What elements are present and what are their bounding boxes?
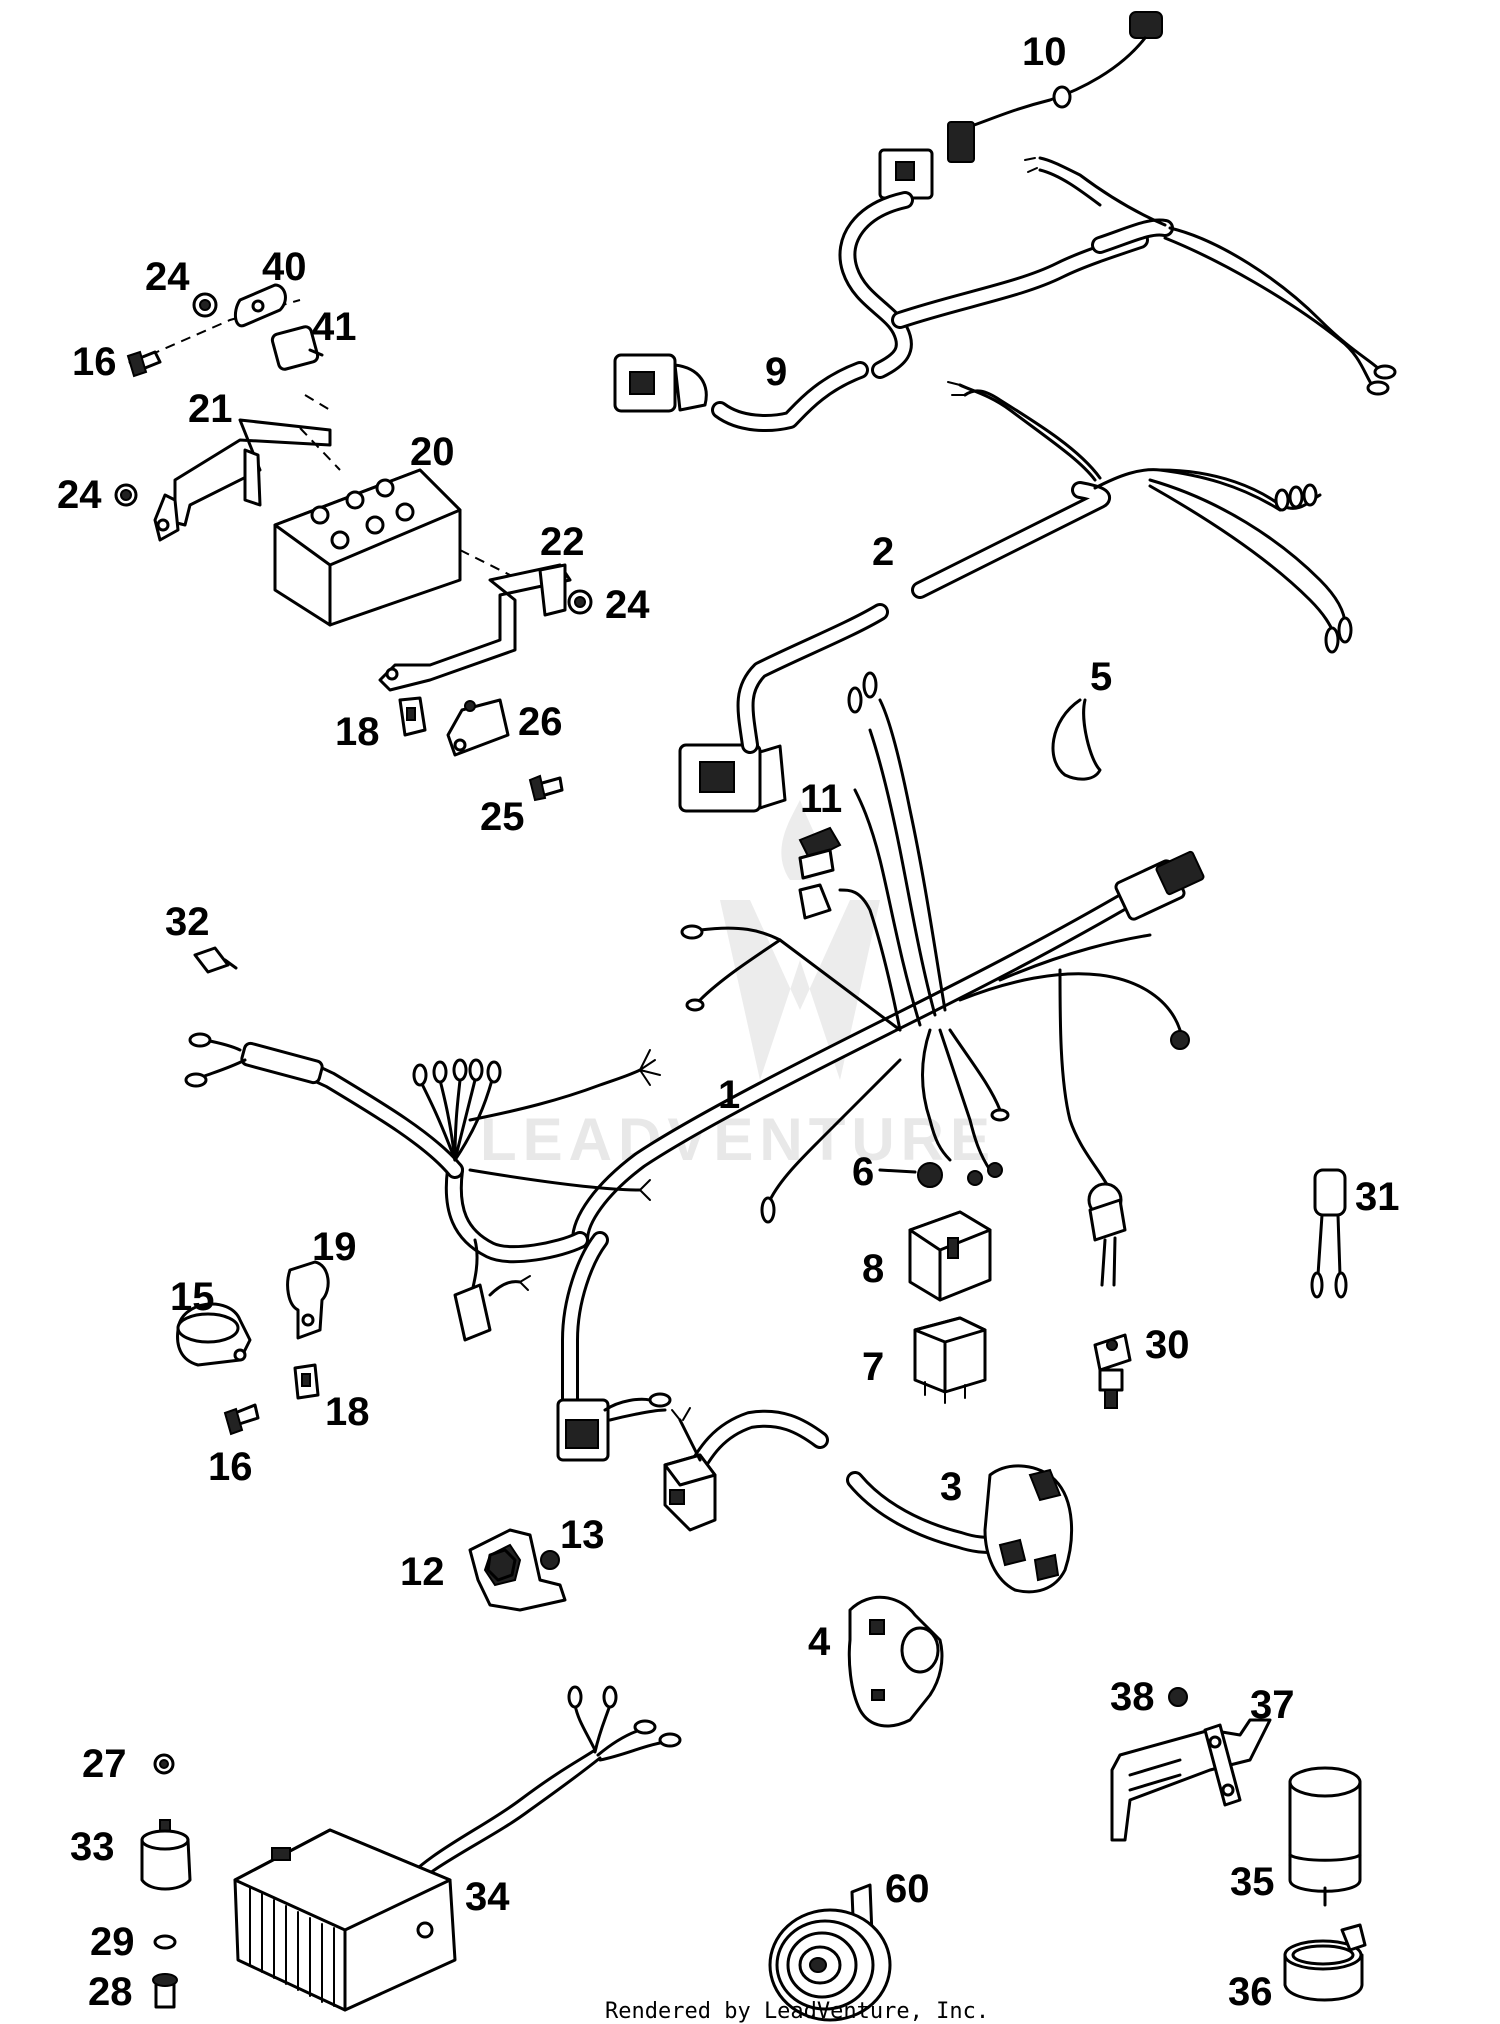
part-5-cable-tie [1051, 698, 1102, 781]
callout-20: 20 [410, 430, 455, 474]
callout-35: 35 [1230, 1860, 1275, 1904]
watermark: LEADVENTURE [480, 800, 996, 1173]
callout-labels: 1 2 3 4 5 6 7 8 9 10 11 12 13 15 16 16 1… [57, 30, 1400, 2014]
callout-38: 38 [1110, 1675, 1155, 1719]
part-31-capacitor [1310, 1168, 1348, 1299]
callout-37: 37 [1250, 1683, 1295, 1727]
callout-18-left: 18 [325, 1390, 370, 1434]
part-6-connector [878, 1162, 1003, 1188]
part-60-horn [768, 1883, 892, 2022]
callout-22: 22 [540, 520, 585, 564]
callout-21: 21 [188, 387, 233, 431]
regulator-hardware-group [140, 1753, 192, 2009]
callout-10: 10 [1022, 30, 1067, 74]
callout-16-left: 16 [208, 1445, 253, 1489]
part-21-bracket [114, 394, 341, 542]
part-36-clamp [1283, 1923, 1367, 2002]
callout-28: 28 [88, 1970, 133, 2014]
part-1-main-harness [184, 671, 1205, 1462]
callout-30: 30 [1145, 1323, 1190, 1367]
part-7-relay [913, 1316, 987, 1404]
part-9-upper-harness [613, 148, 1397, 432]
callout-41: 41 [312, 305, 357, 349]
part-34-regulator [233, 1685, 682, 2012]
part-35-capacitor [1288, 1766, 1362, 1907]
part-20-battery [273, 468, 561, 627]
callout-36: 36 [1228, 1970, 1273, 2014]
part-30-sensor [1093, 1333, 1132, 1409]
callout-32: 32 [165, 900, 210, 944]
callout-34: 34 [465, 1875, 510, 1919]
relay-mount-group [126, 283, 324, 378]
callout-24-top: 24 [145, 255, 190, 299]
part-12-bracket [468, 1528, 567, 1612]
callout-31: 31 [1355, 1175, 1400, 1219]
callout-7: 7 [862, 1345, 884, 1389]
battery-hardware-group [398, 696, 564, 802]
callout-6: 6 [852, 1150, 874, 1194]
callout-18-top: 18 [335, 710, 380, 754]
callout-33: 33 [70, 1825, 115, 1869]
part-2-front-harness [678, 381, 1353, 813]
part-8-relay [908, 1210, 992, 1302]
callout-8: 8 [862, 1247, 884, 1291]
callout-40: 40 [262, 245, 307, 289]
callout-29: 29 [90, 1920, 135, 1964]
callout-27: 27 [82, 1742, 127, 1786]
part-4-switch [847, 1595, 944, 1728]
callout-5: 5 [1090, 655, 1112, 699]
callout-16-top: 16 [72, 340, 117, 384]
callout-1: 1 [718, 1073, 740, 1117]
callout-2: 2 [872, 530, 894, 574]
callout-19: 19 [312, 1225, 357, 1269]
part-32-connector [193, 946, 238, 974]
callout-4: 4 [808, 1620, 831, 1664]
regulator-fins [249, 1887, 335, 2007]
part-22-bracket [378, 563, 593, 692]
part-11-fuse [798, 826, 842, 920]
callout-60: 60 [885, 1867, 930, 1911]
left-clamp-group [176, 1260, 330, 1436]
callout-26: 26 [518, 700, 563, 744]
callout-3: 3 [940, 1465, 962, 1509]
callout-12: 12 [400, 1550, 445, 1594]
callout-25: 25 [480, 795, 525, 839]
part-10-switch-cable [947, 11, 1163, 163]
footer-credit: Rendered by LeadVenture, Inc. [605, 1999, 989, 2024]
watermark-text: LEADVENTURE [480, 1106, 996, 1173]
part-37-bracket [1110, 1687, 1272, 1842]
watermark-logo-icon [720, 900, 880, 1080]
callout-24-left: 24 [57, 473, 102, 517]
callout-24-right: 24 [605, 583, 650, 627]
callout-11: 11 [800, 777, 842, 821]
callout-15: 15 [170, 1275, 215, 1319]
part-3-switch-harness [663, 1407, 1074, 1594]
callout-13: 13 [560, 1513, 605, 1557]
callout-9: 9 [765, 350, 787, 394]
